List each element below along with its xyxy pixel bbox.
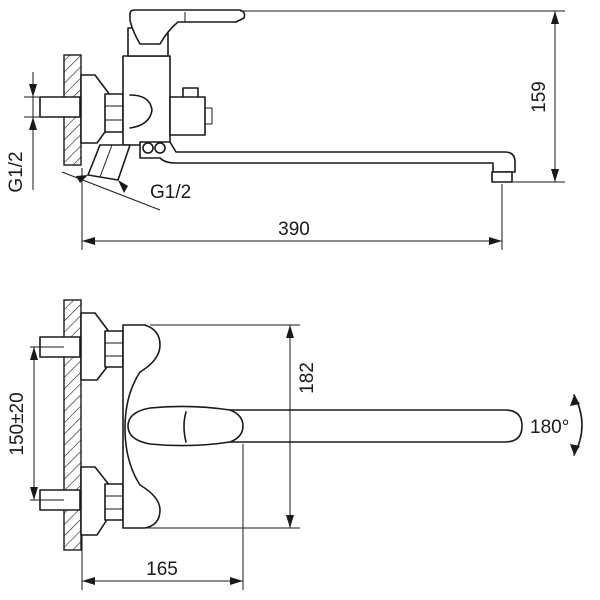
outlet-pipe bbox=[87, 144, 131, 181]
front-view: 180° 182 165 150±20 bbox=[7, 299, 583, 590]
diverter-box bbox=[169, 96, 206, 136]
side-view: 159 390 G1/2 G1/2 bbox=[6, 9, 565, 250]
dim-g12-outlet: G1/2 bbox=[61, 171, 191, 211]
dim-g12-outlet-label: G1/2 bbox=[150, 182, 191, 203]
inlet-pipe bbox=[39, 96, 81, 118]
rotation-label: 180° bbox=[530, 417, 569, 438]
dim-g12-inlet: G1/2 bbox=[6, 72, 64, 193]
dim-g12-inlet-label: G1/2 bbox=[6, 151, 27, 192]
wall-hatch-bottom bbox=[63, 299, 82, 551]
dim-159-label: 159 bbox=[529, 81, 550, 113]
hex-nut-top bbox=[104, 93, 124, 133]
hex-nut-upper bbox=[104, 330, 124, 368]
dim-165-label: 165 bbox=[146, 559, 178, 580]
dim-390: 390 bbox=[81, 168, 503, 250]
dim-390-label: 390 bbox=[278, 219, 310, 240]
dim-182: 182 bbox=[140, 324, 318, 529]
dim-150-label: 150±20 bbox=[7, 392, 28, 455]
dim-159: 159 bbox=[240, 10, 565, 183]
hex-nut-lower bbox=[104, 483, 124, 521]
dim-182-label: 182 bbox=[297, 362, 318, 394]
dim-150: 150±20 bbox=[7, 346, 64, 501]
aerator bbox=[491, 171, 513, 183]
dim-165: 165 bbox=[81, 444, 244, 590]
mixer-body-front bbox=[122, 324, 161, 529]
spout-front bbox=[179, 409, 523, 443]
spout-top bbox=[139, 141, 516, 173]
lever-handle-front bbox=[127, 405, 244, 447]
lever-handle-top bbox=[129, 9, 246, 45]
